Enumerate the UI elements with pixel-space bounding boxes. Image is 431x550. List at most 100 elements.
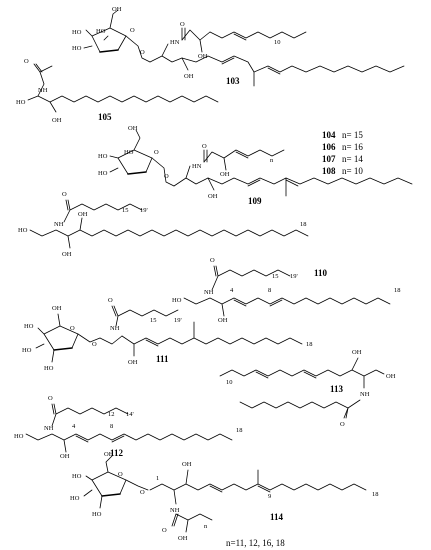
structure-110: O 15 19' NH HO 4 8 OH 18 110 <box>172 257 401 324</box>
label-ho: HO <box>72 473 82 480</box>
label-hn: HN <box>170 39 180 46</box>
label-oh: OH <box>128 359 138 366</box>
label-o: O <box>202 143 207 150</box>
label-o: O <box>140 489 145 496</box>
label-sub-18: 18 <box>306 341 313 348</box>
label-sub-19: 19' <box>290 273 298 280</box>
label-ho: HO <box>22 347 32 354</box>
label-nh: NH <box>44 425 54 432</box>
label-oh: OH <box>78 211 88 218</box>
label-oh: OH <box>52 117 62 124</box>
compound-label: 105 <box>98 112 112 122</box>
compound-label: 113 <box>330 384 344 394</box>
label-oh: OH <box>220 171 230 178</box>
label-o: O <box>62 191 67 198</box>
label-sub-10: 10 <box>274 39 281 46</box>
label-sub-15: 15 <box>150 317 157 324</box>
label-n: n <box>270 157 274 164</box>
label-nh: NH <box>360 391 370 398</box>
legend-text: n= 16 <box>342 142 363 152</box>
label-oh: OH <box>198 53 208 60</box>
label-sub-14: 14' <box>126 411 134 418</box>
label-o: O <box>210 257 215 264</box>
label-sub-8: 8 <box>268 287 271 294</box>
label-sub-18: 18 <box>394 287 401 294</box>
label-ho: HO <box>24 323 34 330</box>
label-oh: OH <box>352 349 362 356</box>
label-oh: OH <box>208 193 218 200</box>
label-sub-1: 1 <box>156 475 159 482</box>
label-ho: HO <box>124 149 134 156</box>
structure-105: HO NH O OH 105 <box>16 58 219 124</box>
label-o: O <box>92 341 97 348</box>
label-sub-15: 15 <box>122 207 129 214</box>
label-sub-18: 18 <box>236 427 243 434</box>
structure-113: 10 OH OH NH O 113 <box>219 349 396 428</box>
label-ho: HO <box>72 29 82 36</box>
legend-id: 108 <box>322 166 336 176</box>
label-oh: OH <box>52 305 62 312</box>
label-o: O <box>340 421 345 428</box>
legend: 104 n= 15 106 n= 16 107 n= 14 108 n= 10 <box>322 130 363 176</box>
label-o: O <box>140 49 145 56</box>
label-oh: OH <box>128 125 138 132</box>
label-o: O <box>162 527 167 534</box>
label-sub-18: 18 <box>300 221 307 228</box>
structure-112: O 12 14' NH HO 4 8 OH 18 112 <box>14 395 243 460</box>
label-oh: OH <box>182 461 192 468</box>
label-o: O <box>118 471 123 478</box>
label-ho: HO <box>44 365 54 372</box>
compound-label: 111 <box>156 354 169 364</box>
label-sub-4: 4 <box>72 423 76 430</box>
compound-label: 112 <box>110 448 124 458</box>
label-oh: OH <box>112 6 122 13</box>
label-ho: HO <box>96 28 106 35</box>
label-hn: HN <box>192 163 202 170</box>
label-o: O <box>48 395 53 402</box>
label-ho: HO <box>16 99 26 106</box>
label-o: O <box>180 21 185 28</box>
structure-114: OH HO HO HO O O 1 NH OH 9 18 O OH n 114 … <box>70 451 379 548</box>
label-nh: NH <box>170 507 180 514</box>
label-oh: OH <box>386 373 396 380</box>
label-sub-19: 19' <box>140 207 148 214</box>
label-n: n <box>204 523 208 530</box>
legend-footnote: n=11, 12, 16, 18 <box>226 538 285 548</box>
label-ho: HO <box>14 433 24 440</box>
label-oh: OH <box>178 535 188 542</box>
label-ho: HO <box>92 511 102 518</box>
compound-label: 114 <box>270 512 284 522</box>
structure-ceramide-a: O 15 19' NH HO OH OH 18 <box>18 191 309 258</box>
compound-label: 110 <box>314 268 328 278</box>
legend-text: n= 14 <box>342 154 363 164</box>
label-oh: OH <box>184 73 194 80</box>
label-sub-15: 15 <box>272 273 279 280</box>
label-sub-12: 12 <box>108 411 115 418</box>
structure-111: OH HO HO HO O O NH O 15 19' OH 18 111 <box>22 297 313 372</box>
label-ho: HO <box>98 153 108 160</box>
compound-label: 103 <box>226 76 240 86</box>
structure-103: OH HO HO HO O O HN O OH 10 OH 103 <box>72 6 405 87</box>
label-sub-10: 10 <box>226 379 233 386</box>
label-ho: HO <box>18 227 28 234</box>
legend-text: n= 15 <box>342 130 363 140</box>
label-o: O <box>130 27 135 34</box>
label-ho: HO <box>172 297 182 304</box>
label-o: O <box>154 149 159 156</box>
label-ho: HO <box>72 45 82 52</box>
label-nh: NH <box>110 325 120 332</box>
label-o: O <box>70 325 75 332</box>
label-sub-18: 18 <box>372 491 379 498</box>
compound-label: 109 <box>248 196 262 206</box>
label-sub-19: 19' <box>174 317 182 324</box>
label-sub-8: 8 <box>110 423 113 430</box>
label-oh: OH <box>218 317 228 324</box>
legend-id: 107 <box>322 154 336 164</box>
label-nh: NH <box>38 87 48 94</box>
legend-id: 106 <box>322 142 336 152</box>
label-o: O <box>164 173 169 180</box>
label-ho: HO <box>98 170 108 177</box>
label-sub-4: 4 <box>230 287 234 294</box>
label-oh: OH <box>104 451 114 458</box>
